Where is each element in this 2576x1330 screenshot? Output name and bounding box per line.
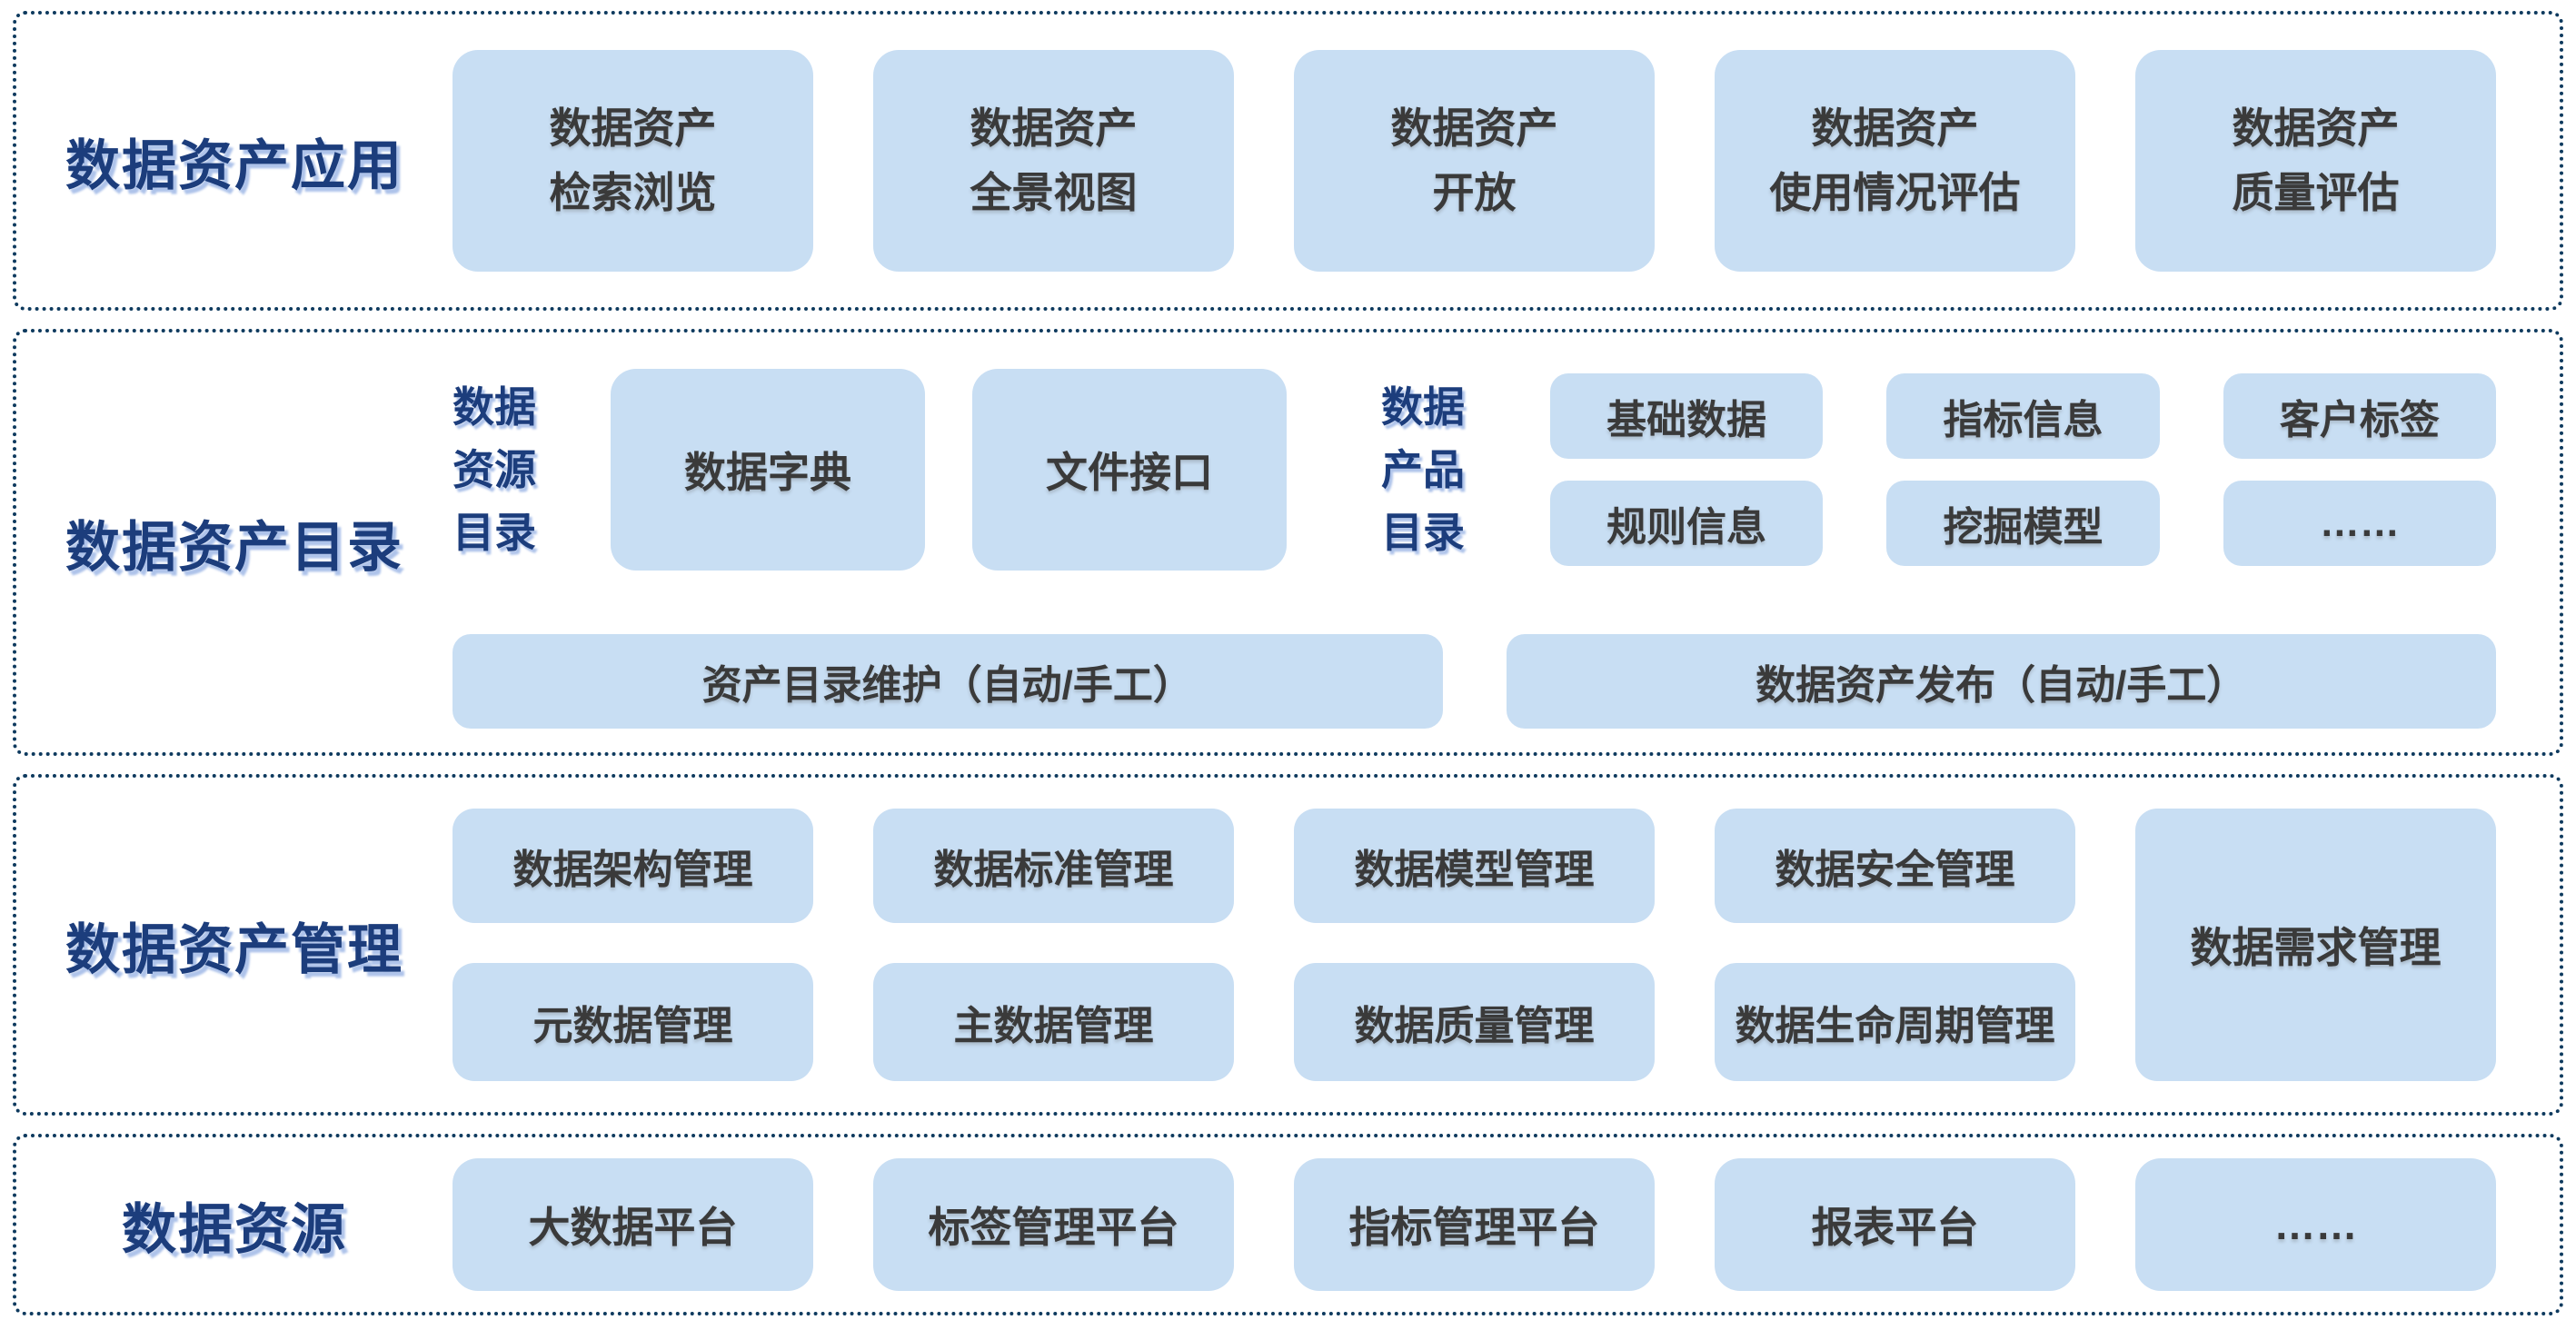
box-customer-tags: 客户标签 bbox=[2223, 373, 2496, 459]
section-label-management: 数据资产管理 bbox=[65, 918, 403, 980]
catalog-top-row: 数据 资源 目录 数据字典 文件接口 数据 产品 目录 基础数据 指标信息 客户… bbox=[453, 369, 2496, 571]
box-data-standard-mgmt: 数据标准管理 bbox=[873, 809, 1234, 923]
box-data-security-mgmt: 数据安全管理 bbox=[1715, 809, 2075, 923]
box-data-demand-mgmt: 数据需求管理 bbox=[2135, 809, 2496, 1081]
application-box-row: 数据资产 检索浏览 数据资产 全景视图 数据资产 开放 数据资产 使用情况评估 … bbox=[453, 15, 2496, 307]
box-report-platform: 报表平台 bbox=[1715, 1158, 2075, 1291]
box-asset-quality-evaluation: 数据资产 质量评估 bbox=[2135, 50, 2496, 272]
catalog-content: 数据 资源 目录 数据字典 文件接口 数据 产品 目录 基础数据 指标信息 客户… bbox=[453, 332, 2496, 752]
box-asset-panorama-view: 数据资产 全景视图 bbox=[873, 50, 1234, 272]
box-big-data-platform: 大数据平台 bbox=[453, 1158, 813, 1291]
box-basic-data: 基础数据 bbox=[1550, 373, 1824, 459]
box-indicator-info: 指标信息 bbox=[1886, 373, 2160, 459]
box-asset-usage-evaluation: 数据资产 使用情况评估 bbox=[1715, 50, 2075, 272]
box-mining-model: 挖掘模型 bbox=[1886, 481, 2160, 566]
catalog-bottom-row: 资产目录维护（自动/手工） 数据资产发布（自动/手工） bbox=[453, 634, 2496, 729]
section-data-asset-catalog: 数据资产目录 数据 资源 目录 数据字典 文件接口 数据 产品 目录 基础数据 … bbox=[13, 329, 2563, 756]
sublabel-data-product-catalog: 数据 产品 目录 bbox=[1381, 382, 1465, 556]
box-product-ellipsis: …… bbox=[2223, 481, 2496, 566]
box-master-data-mgmt: 主数据管理 bbox=[873, 963, 1234, 1081]
box-data-architecture-mgmt: 数据架构管理 bbox=[453, 809, 813, 923]
section-label-resources: 数据资源 bbox=[122, 1198, 347, 1260]
sublabel-data-resource-catalog: 数据 资源 目录 bbox=[453, 382, 536, 556]
box-data-quality-mgmt: 数据质量管理 bbox=[1294, 963, 1655, 1081]
management-box-grid: 数据架构管理 数据标准管理 数据模型管理 数据安全管理 数据需求管理 元数据管理… bbox=[453, 778, 2496, 1112]
box-rule-info: 规则信息 bbox=[1550, 481, 1824, 566]
box-catalog-maintenance: 资产目录维护（自动/手工） bbox=[453, 634, 1443, 729]
product-box-grid: 基础数据 指标信息 客户标签 规则信息 挖掘模型 …… bbox=[1550, 373, 2496, 566]
section-label-catalog: 数据资产目录 bbox=[65, 516, 403, 578]
box-asset-search-browse: 数据资产 检索浏览 bbox=[453, 50, 813, 272]
section-data-asset-management: 数据资产管理 数据架构管理 数据标准管理 数据模型管理 数据安全管理 数据需求管… bbox=[13, 774, 2563, 1116]
box-resource-ellipsis: …… bbox=[2135, 1158, 2496, 1291]
section-data-resources: 数据资源 大数据平台 标签管理平台 指标管理平台 报表平台 …… bbox=[13, 1134, 2563, 1315]
box-data-lifecycle-mgmt: 数据生命周期管理 bbox=[1715, 963, 2075, 1081]
resources-box-row: 大数据平台 标签管理平台 指标管理平台 报表平台 …… bbox=[453, 1137, 2496, 1312]
box-data-dictionary: 数据字典 bbox=[611, 369, 925, 571]
section-label-application: 数据资产应用 bbox=[65, 134, 403, 196]
box-indicator-mgmt-platform: 指标管理平台 bbox=[1294, 1158, 1655, 1291]
box-tag-mgmt-platform: 标签管理平台 bbox=[873, 1158, 1234, 1291]
box-asset-publish: 数据资产发布（自动/手工） bbox=[1506, 634, 2496, 729]
box-asset-opening: 数据资产 开放 bbox=[1294, 50, 1655, 272]
box-metadata-mgmt: 元数据管理 bbox=[453, 963, 813, 1081]
box-file-interface: 文件接口 bbox=[972, 369, 1287, 571]
box-data-model-mgmt: 数据模型管理 bbox=[1294, 809, 1655, 923]
section-data-asset-application: 数据资产应用 数据资产 检索浏览 数据资产 全景视图 数据资产 开放 数据资产 … bbox=[13, 11, 2563, 311]
